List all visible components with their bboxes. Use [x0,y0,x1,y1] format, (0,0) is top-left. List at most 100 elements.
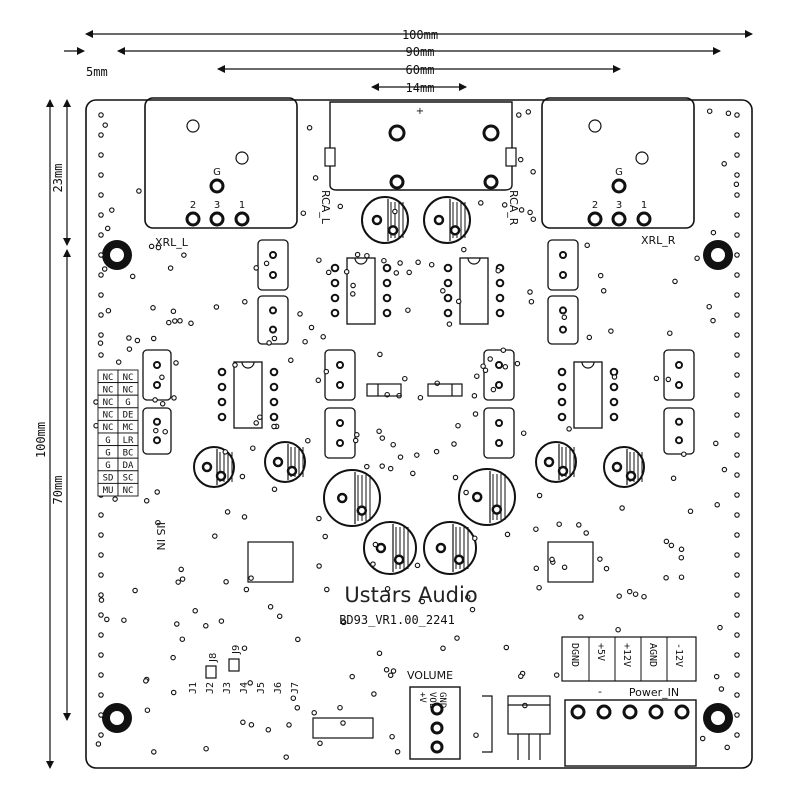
via [112,496,118,502]
via [222,449,229,455]
mounting-holes [102,240,733,733]
power-pin-label: -12V [673,643,684,667]
via [349,673,355,680]
via [699,735,706,742]
power-pad [570,704,586,720]
via [232,362,238,368]
via [253,265,259,271]
via [98,592,104,598]
via [387,672,394,679]
via [597,556,603,562]
power-pin-label: +12V [621,643,632,667]
capacitor [603,446,645,488]
via [322,533,328,540]
via [533,565,540,572]
via [665,376,672,383]
via [469,606,476,613]
via [600,288,607,294]
via [597,272,604,279]
via [734,152,740,158]
via [271,486,278,493]
via [687,508,694,515]
via [434,380,440,386]
xlr-right-g-label: G [615,167,623,178]
via [98,352,104,358]
iis-pin-label: NC [103,373,114,383]
via [104,225,111,232]
ic-group [217,257,619,429]
xlr-right-pin3-label: 3 [616,200,622,211]
via [394,749,401,755]
via [352,437,359,444]
via [549,556,555,563]
iis-pin-label: NC [103,385,114,395]
via [248,722,255,728]
via [97,340,104,346]
via [390,441,396,448]
via [734,212,740,218]
via [93,399,99,405]
capacitor-group [193,196,645,575]
iis-pin-label: DA [123,461,134,471]
via [603,565,610,572]
via [616,593,622,599]
jumper-label: J3 [222,682,233,694]
via [390,668,397,674]
dim-90mm-width: 90mm [406,45,435,59]
via [132,587,138,594]
via [527,209,533,216]
via [383,667,390,673]
via [417,394,424,401]
via [514,360,521,367]
horizontal-dimensions [64,30,753,91]
via [312,175,319,181]
volume-pin-label: GND [437,692,447,708]
relay-footprint [142,407,172,455]
via [241,645,248,651]
power-pin-label: DGND [569,643,580,667]
via [179,576,186,582]
via [154,489,160,495]
via [354,251,361,258]
capacitor [193,446,235,488]
via [734,392,740,398]
relay-footprint [142,349,172,401]
board-outline [85,99,753,769]
via [471,393,478,399]
via [288,357,294,364]
via [536,584,542,591]
via [350,282,356,289]
via [177,318,183,324]
xlr-right-pin1-label: 1 [641,200,647,211]
via [734,472,740,478]
via [415,259,421,266]
via [248,575,254,581]
via [472,411,479,417]
via [397,454,404,460]
rca-right-label: RCA_R [507,190,520,226]
via [98,612,104,618]
via [734,292,740,298]
via [501,202,508,208]
via [734,452,740,458]
via [734,112,740,118]
via [619,505,625,511]
xlr-left-pin3-label: 3 [214,200,220,211]
via [150,335,157,342]
via [265,727,272,733]
via [678,554,685,561]
capacitor [458,468,516,526]
via [472,535,478,542]
iis-pin-label: NC [103,411,114,421]
via [213,304,220,310]
power-pad [596,704,612,720]
via [463,489,469,496]
via [734,732,740,738]
via [734,572,740,578]
power-pad [648,704,664,720]
via [530,216,537,222]
via [372,541,379,548]
via [98,532,104,538]
via [286,722,292,728]
